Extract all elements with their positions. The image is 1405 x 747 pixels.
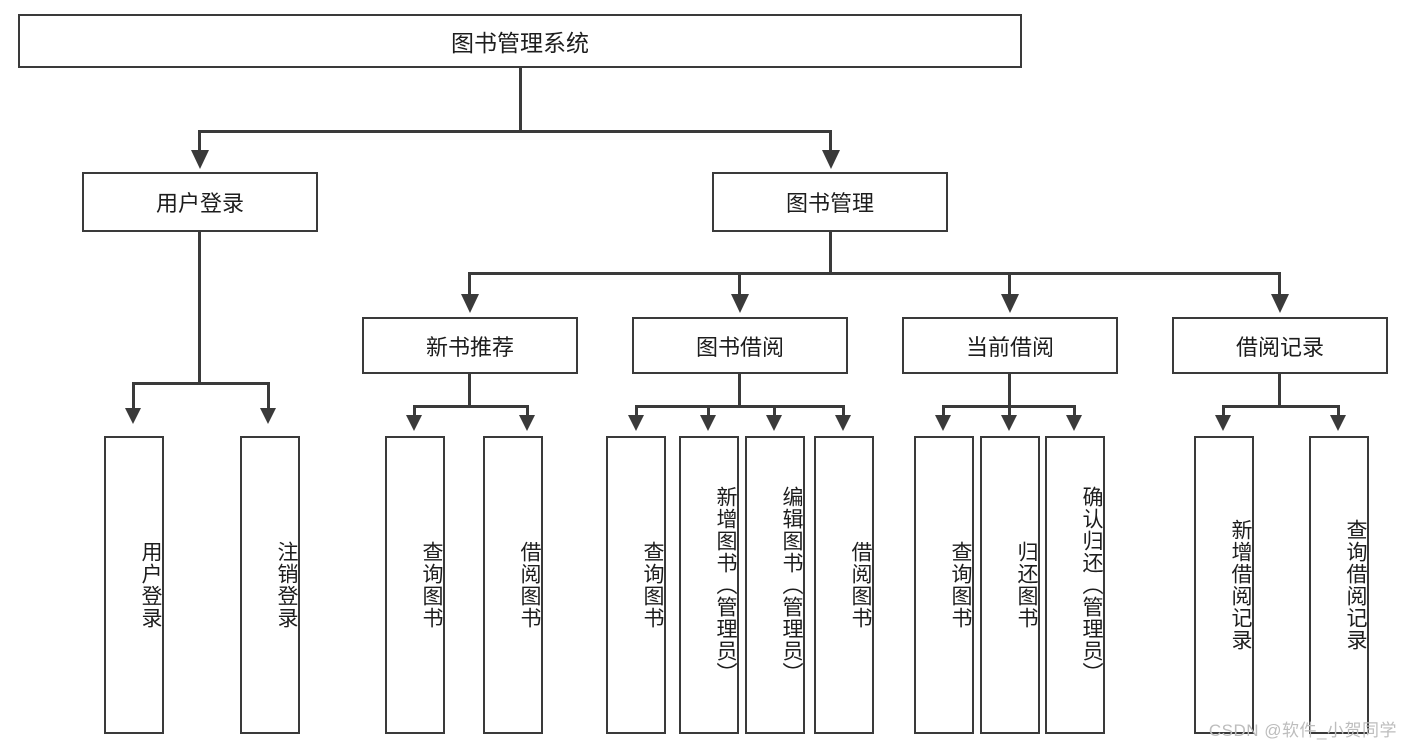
edge-user-login-drop-2 — [267, 382, 270, 410]
arrow-to-book-borrow — [731, 294, 749, 313]
edge-current-stem — [1008, 374, 1011, 407]
edge-current-drop-1 — [942, 405, 945, 417]
edge-root-drop-left — [198, 130, 201, 152]
edge-borrow-drop-4 — [842, 405, 845, 417]
node-label: 注销登录 — [275, 541, 298, 629]
node-label: 查询借阅记录 — [1344, 519, 1367, 651]
node-current-borrow[interactable]: 当前借阅 — [902, 317, 1118, 374]
node-label: 图书管理 — [785, 191, 874, 216]
leaf-recommend-query-book[interactable]: 查询图书 — [385, 436, 445, 734]
node-label: 新增图书（管理员） — [714, 486, 737, 684]
arrow-to-book-management — [822, 150, 840, 169]
leaf-borrow-borrow-book[interactable]: 借阅图书 — [814, 436, 874, 734]
edge-user-login-stem — [198, 232, 201, 384]
edge-borrow-drop-3 — [773, 405, 776, 417]
node-label: 借阅图书 — [849, 541, 872, 629]
edge-borrow-bus — [635, 405, 845, 408]
edge-current-drop-3 — [1073, 405, 1076, 417]
arrow-to-leaf-query-book-1 — [406, 415, 422, 431]
leaf-borrow-query-book[interactable]: 查询图书 — [606, 436, 666, 734]
edge-root-stem — [519, 68, 522, 132]
edge-recommend-drop-2 — [526, 405, 529, 417]
leaf-logout[interactable]: 注销登录 — [240, 436, 300, 734]
edge-l3-drop-3 — [1008, 272, 1011, 296]
node-book-borrow[interactable]: 图书借阅 — [632, 317, 848, 374]
leaf-record-query-record[interactable]: 查询借阅记录 — [1309, 436, 1369, 734]
node-label: 归还图书 — [1015, 541, 1038, 629]
edge-recommend-bus — [413, 405, 529, 408]
arrow-to-leaf-add-record — [1215, 415, 1231, 431]
leaf-borrow-edit-book[interactable]: 编辑图书（管理员） — [745, 436, 805, 734]
node-label: 确认归还（管理员） — [1080, 486, 1103, 684]
arrow-to-leaf-query-book-3 — [935, 415, 951, 431]
arrow-to-leaf-edit-book — [766, 415, 782, 431]
edge-book-management-stem — [829, 232, 832, 274]
node-user-login[interactable]: 用户登录 — [82, 172, 318, 232]
edge-root-drop-right — [829, 130, 832, 152]
node-book-management[interactable]: 图书管理 — [712, 172, 948, 232]
edge-recommend-stem — [468, 374, 471, 407]
edge-user-login-drop-1 — [132, 382, 135, 410]
edge-user-login-bus — [132, 382, 270, 385]
arrow-to-leaf-borrow-book-2 — [835, 415, 851, 431]
leaf-recommend-borrow-book[interactable]: 借阅图书 — [483, 436, 543, 734]
node-label: 编辑图书（管理员） — [780, 486, 803, 684]
edge-book-management-bus — [468, 272, 1280, 275]
leaf-current-return-book[interactable]: 归还图书 — [980, 436, 1040, 734]
node-label: 用户登录 — [155, 191, 244, 216]
arrow-to-new-book-recommend — [461, 294, 479, 313]
node-label: 借阅图书 — [518, 541, 541, 629]
edge-borrow-drop-2 — [707, 405, 710, 417]
leaf-user-login[interactable]: 用户登录 — [104, 436, 164, 734]
leaf-borrow-add-book[interactable]: 新增图书（管理员） — [679, 436, 739, 734]
node-label: 图书借阅 — [695, 334, 784, 360]
arrow-to-current-borrow — [1001, 294, 1019, 313]
edge-record-drop-1 — [1222, 405, 1225, 417]
node-label: 用户登录 — [139, 541, 162, 629]
edge-current-drop-2 — [1008, 405, 1011, 417]
node-label: 查询图书 — [949, 541, 972, 629]
node-label: 借阅记录 — [1235, 334, 1324, 360]
leaf-current-query-book[interactable]: 查询图书 — [914, 436, 974, 734]
edge-root-bus — [198, 130, 832, 133]
arrow-to-leaf-return-book — [1001, 415, 1017, 431]
edge-borrow-drop-1 — [635, 405, 638, 417]
node-label: 新书推荐 — [425, 334, 514, 360]
arrow-to-leaf-borrow-book-1 — [519, 415, 535, 431]
leaf-record-add-record[interactable]: 新增借阅记录 — [1194, 436, 1254, 734]
edge-l3-drop-4 — [1278, 272, 1281, 296]
arrow-to-borrow-record — [1271, 294, 1289, 313]
node-label: 查询图书 — [420, 541, 443, 629]
edge-borrow-stem — [738, 374, 741, 407]
node-label: 当前借阅 — [965, 334, 1054, 360]
arrow-to-leaf-query-book-2 — [628, 415, 644, 431]
edge-record-stem — [1278, 374, 1281, 407]
edge-recommend-drop-1 — [413, 405, 416, 417]
edge-l3-drop-2 — [738, 272, 741, 296]
node-label: 查询图书 — [641, 541, 664, 629]
node-label: 图书管理系统 — [451, 30, 589, 56]
node-borrow-record[interactable]: 借阅记录 — [1172, 317, 1388, 374]
arrow-to-leaf-confirm-return — [1066, 415, 1082, 431]
edge-record-bus — [1222, 405, 1340, 408]
node-root-system[interactable]: 图书管理系统 — [18, 14, 1022, 68]
edge-l3-drop-1 — [468, 272, 471, 296]
arrow-to-leaf-logout — [260, 408, 276, 424]
arrow-to-leaf-user-login — [125, 408, 141, 424]
watermark-text: CSDN @软件_小贺同学 — [1208, 721, 1397, 740]
node-label: 新增借阅记录 — [1229, 519, 1252, 651]
leaf-current-confirm-return[interactable]: 确认归还（管理员） — [1045, 436, 1105, 734]
arrow-to-leaf-query-record — [1330, 415, 1346, 431]
arrow-to-leaf-add-book — [700, 415, 716, 431]
edge-record-drop-2 — [1337, 405, 1340, 417]
arrow-to-user-login — [191, 150, 209, 169]
node-new-book-recommend[interactable]: 新书推荐 — [362, 317, 578, 374]
